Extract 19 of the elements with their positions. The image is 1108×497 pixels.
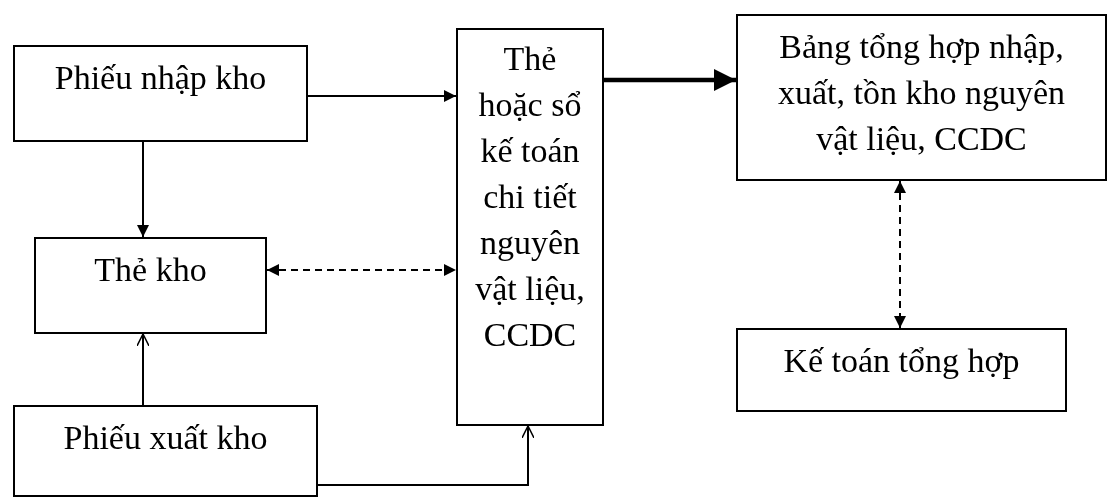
box-label: Phiếu nhập kho bbox=[53, 58, 268, 98]
process-box bbox=[736, 14, 1107, 181]
box-label: Kế toán tổng hợp bbox=[782, 341, 1021, 381]
arrow bbox=[307, 90, 457, 102]
box-label: Thẻ hoặc sổ kế toán chi tiết nguyên vật liệu, CCDC bbox=[474, 39, 586, 355]
process-box bbox=[34, 237, 267, 334]
process-box bbox=[13, 45, 308, 142]
arrow bbox=[317, 425, 535, 486]
arrow bbox=[894, 180, 906, 329]
process-box bbox=[736, 328, 1067, 412]
process-box bbox=[456, 28, 604, 426]
arrow bbox=[136, 333, 150, 406]
box-label: Phiếu xuất kho bbox=[62, 418, 269, 458]
box-label: Bảng tổng hợp nhập, xuất, tồn kho nguyên vật liệu, CCDC bbox=[776, 27, 1067, 159]
process-box bbox=[13, 405, 318, 497]
arrow bbox=[137, 141, 149, 238]
box-label: Thẻ kho bbox=[93, 250, 208, 290]
arrow bbox=[266, 264, 457, 276]
arrow bbox=[604, 69, 736, 91]
